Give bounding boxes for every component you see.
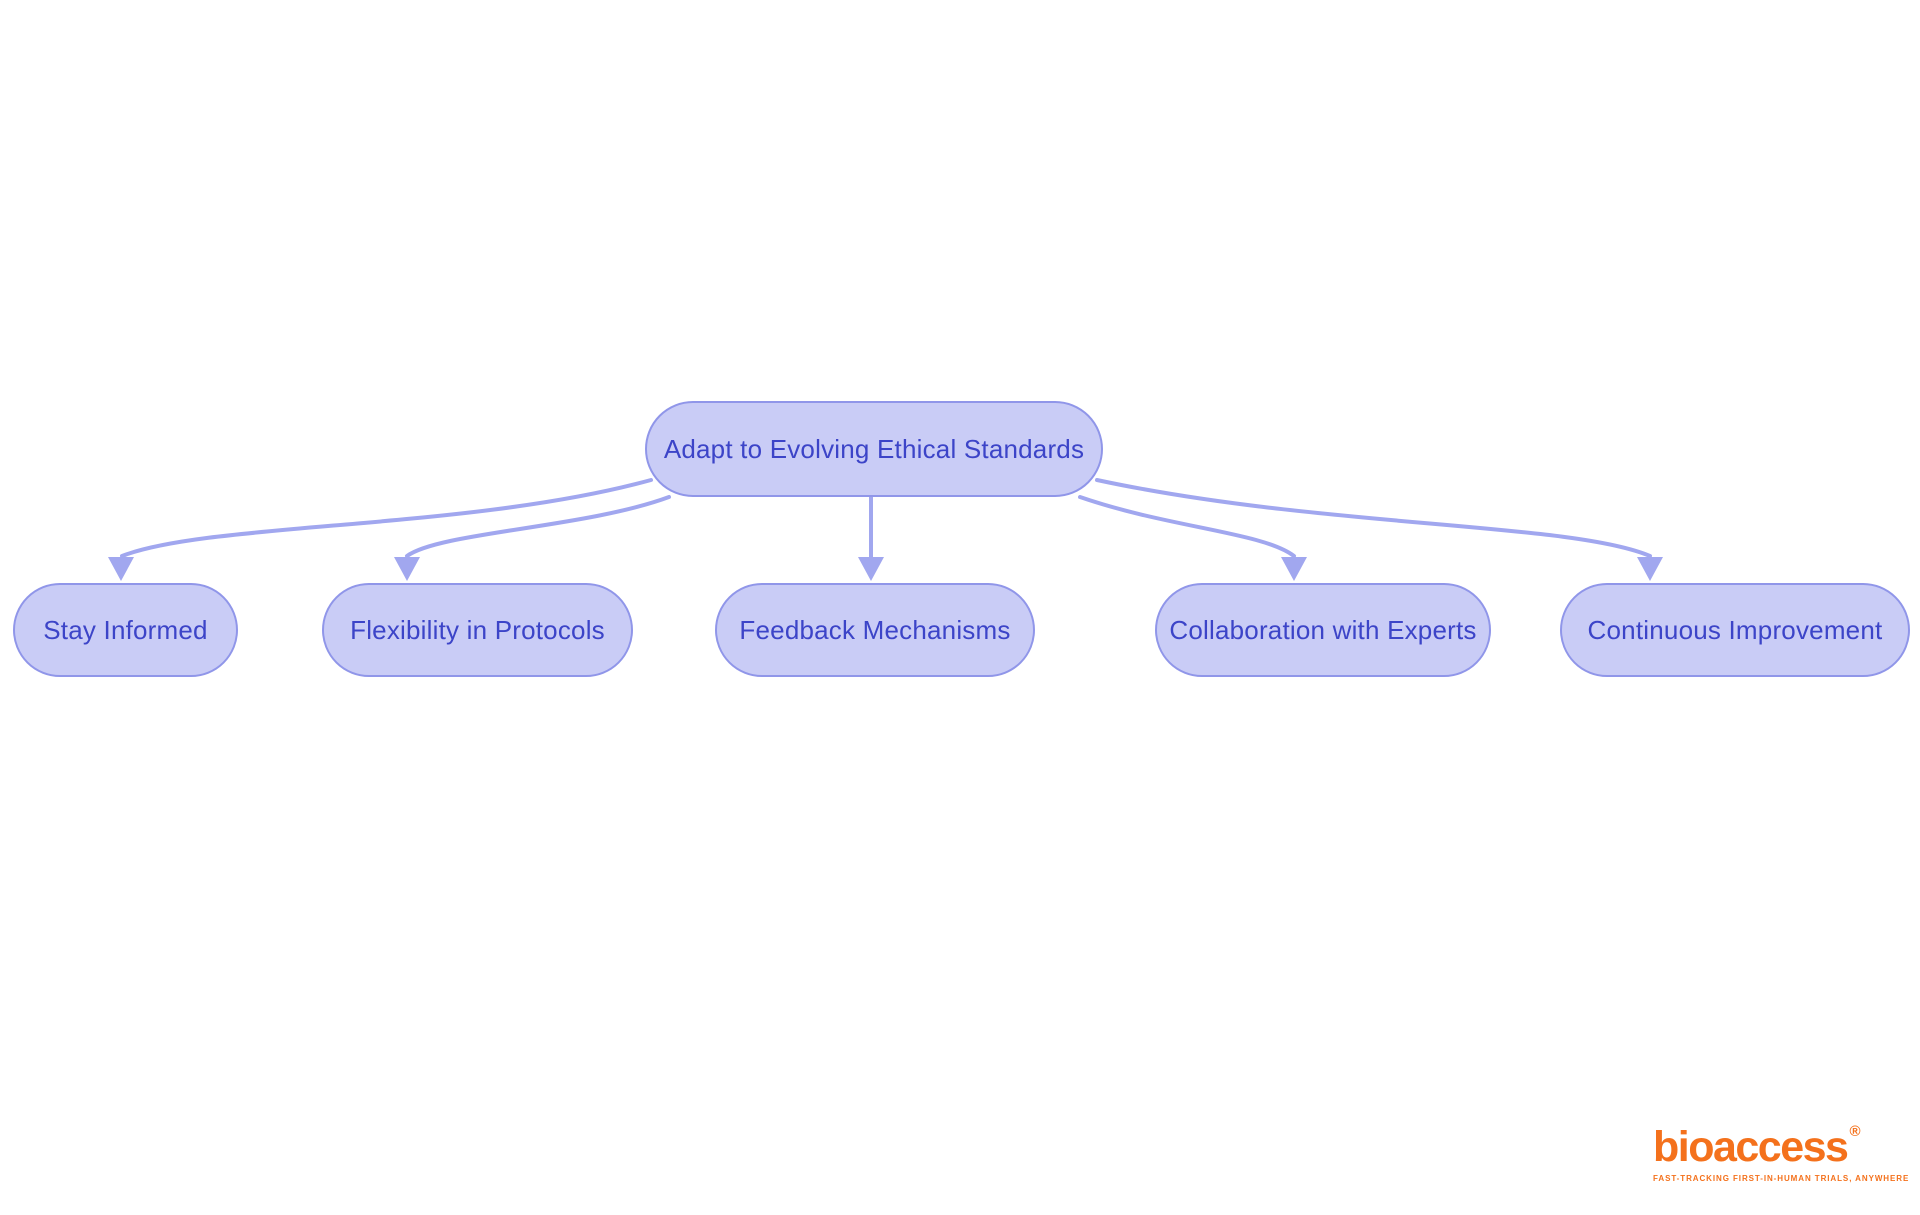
node-label: Flexibility in Protocols: [350, 614, 605, 645]
node-flexibility-in-protocols: Flexibility in Protocols: [322, 583, 633, 677]
arrowhead-continuous-improvement-icon: [1637, 557, 1663, 581]
node-label: Collaboration with Experts: [1169, 614, 1477, 645]
node-collaboration-with-experts: Collaboration with Experts: [1155, 583, 1491, 677]
node-label: Continuous Improvement: [1587, 614, 1883, 645]
node-label: Adapt to Evolving Ethical Standards: [663, 433, 1085, 464]
node-feedback-mechanisms: Feedback Mechanisms: [715, 583, 1035, 677]
arrowhead-collaboration-with-experts-icon: [1281, 557, 1307, 581]
node-continuous-improvement: Continuous Improvement: [1560, 583, 1910, 677]
node-adapt-to-evolving-ethical-standards: Adapt to Evolving Ethical Standards: [645, 401, 1103, 497]
arrowhead-feedback-mechanisms-icon: [858, 557, 884, 581]
connector-root-to-stay-informed: [120, 478, 653, 558]
logo-wordmark-row: bioaccess ®: [1653, 1123, 1883, 1171]
bioaccess-logo: bioaccess ® FAST-TRACKING FIRST-IN-HUMAN…: [1653, 1123, 1910, 1183]
registered-trademark-icon: ®: [1849, 1123, 1861, 1140]
node-label: Stay Informed: [43, 614, 208, 645]
logo-wordmark: bioaccess: [1653, 1123, 1849, 1171]
node-label: Feedback Mechanisms: [739, 614, 1011, 645]
node-stay-informed: Stay Informed: [13, 583, 238, 677]
connector-root-to-continuous-improvement: [1095, 478, 1652, 558]
connector-root-to-collaboration-with-experts: [1078, 495, 1296, 558]
connector-root-to-flexibility-in-protocols: [405, 495, 671, 558]
arrowhead-stay-informed-icon: [108, 557, 134, 581]
arrowhead-flexibility-in-protocols-icon: [394, 557, 420, 581]
logo-tagline: FAST-TRACKING FIRST-IN-HUMAN TRIALS, ANY…: [1653, 1174, 1910, 1183]
